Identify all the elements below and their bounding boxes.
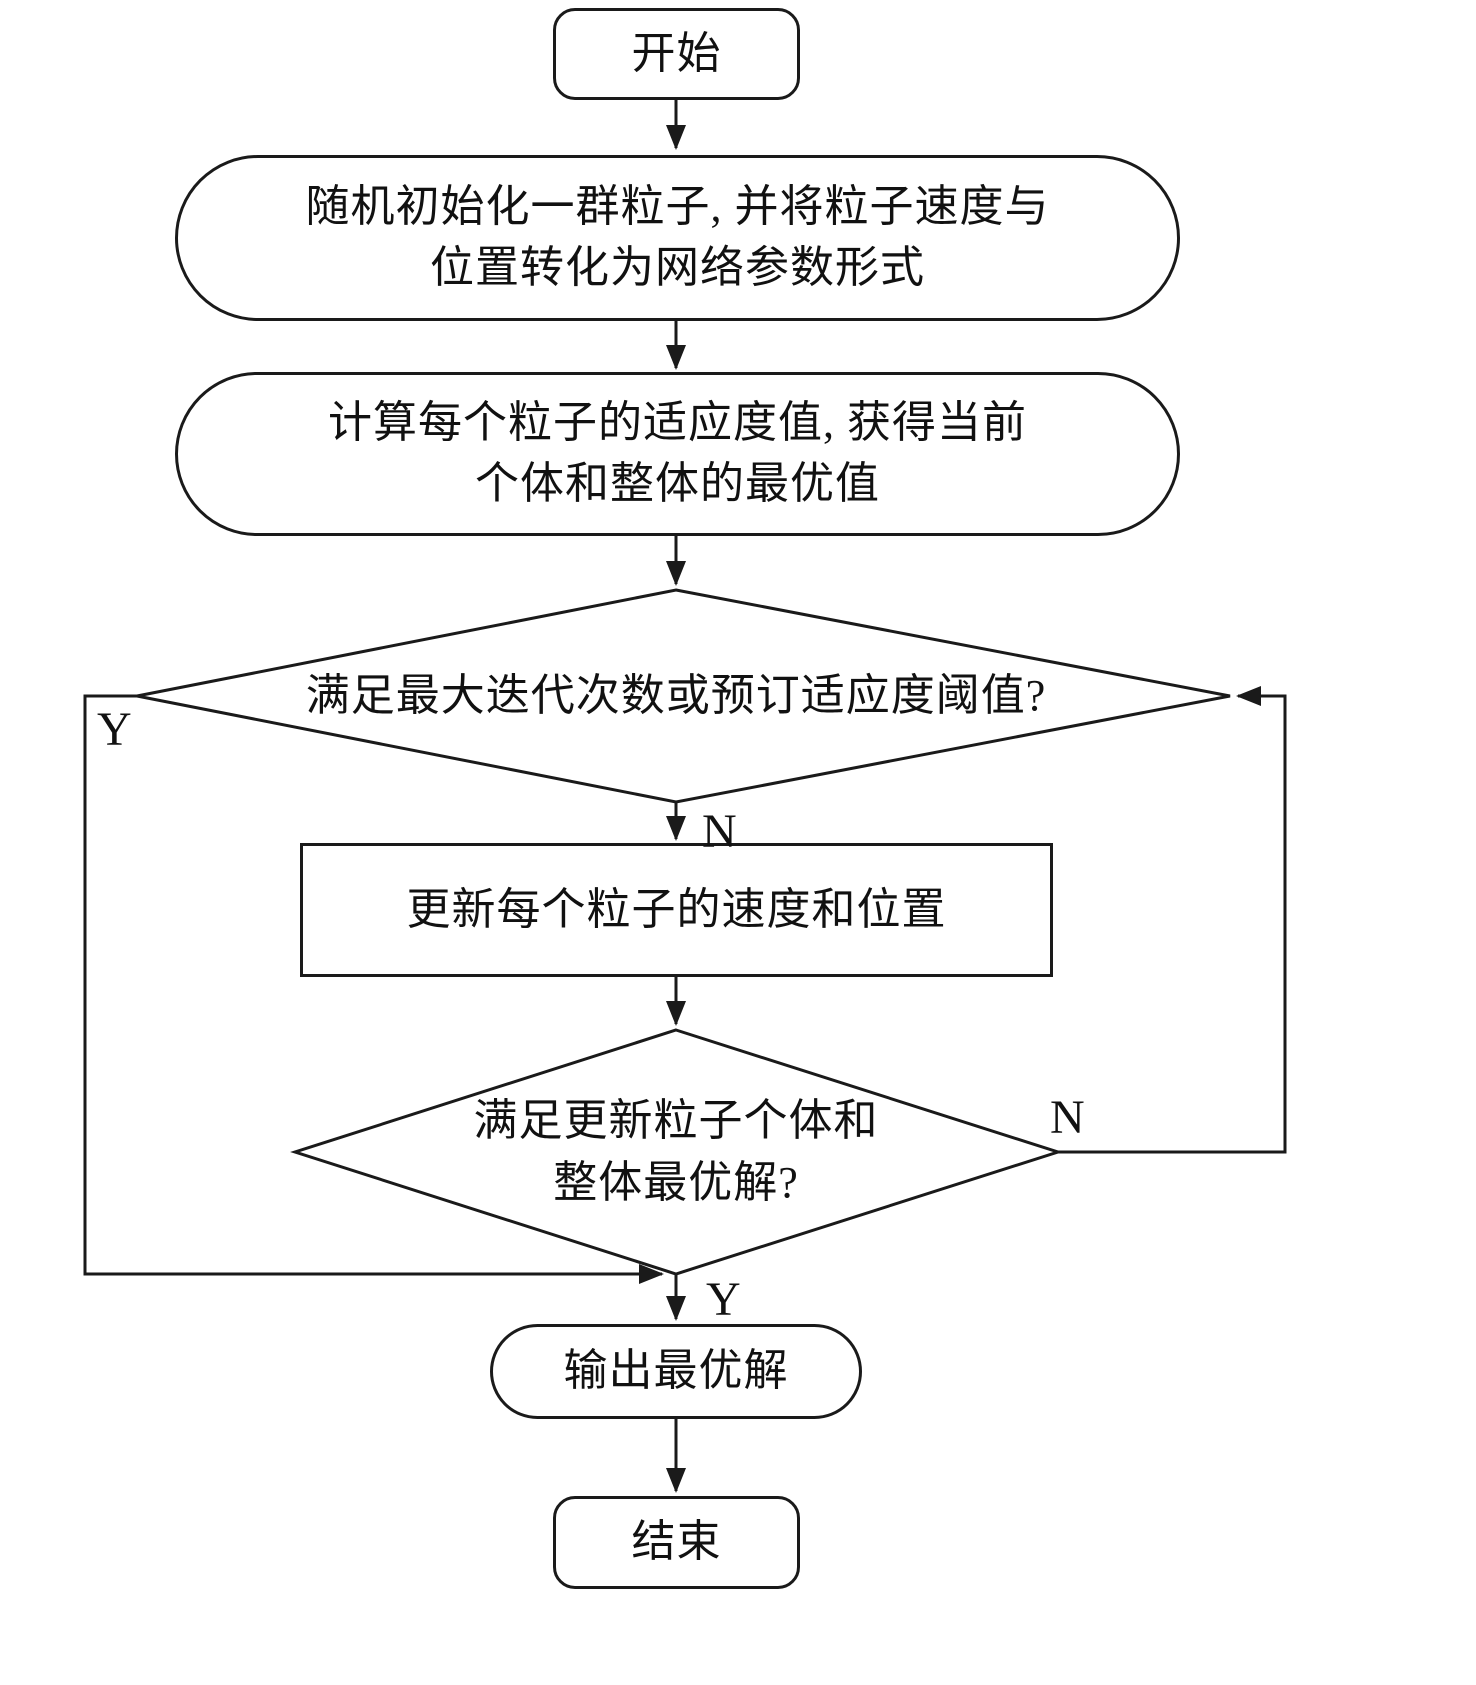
init-node-line1: 随机初始化一群粒子, 并将粒子速度与 [305,182,1050,232]
decision1-no-label: N [702,805,737,858]
end-node-label: 结束 [631,1517,722,1567]
fitness-node-line2: 个体和整体的最优值 [475,459,880,508]
decision2-yes-label: Y [706,1273,741,1326]
fitness-node-line1: 计算每个粒子的适应度值, 获得当前 [328,398,1027,448]
update-node-label: 更新每个粒子的速度和位置 [406,884,947,934]
start-node-label: 开始 [631,28,722,78]
update-node: 更新每个粒子的速度和位置 [300,843,1053,977]
init-node: 随机初始化一群粒子, 并将粒子速度与 位置转化为网络参数形式 [175,155,1180,321]
decision1-diamond-shape [136,588,1231,804]
init-node-line2: 位置转化为网络参数形式 [430,243,925,292]
loop-decision1-yes [83,694,664,1284]
decision2-diamond-shape [290,1028,1063,1276]
output-node-label: 输出最优解 [563,1346,789,1396]
output-node: 输出最优解 [490,1324,862,1419]
decision2-no-label: N [1050,1091,1085,1144]
decision1-yes-label: Y [97,703,132,756]
start-node: 开始 [553,8,800,100]
fitness-node: 计算每个粒子的适应度值, 获得当前 个体和整体的最优值 [175,372,1180,536]
end-node: 结束 [553,1496,800,1589]
loop-decision2-no [1058,686,1287,1154]
